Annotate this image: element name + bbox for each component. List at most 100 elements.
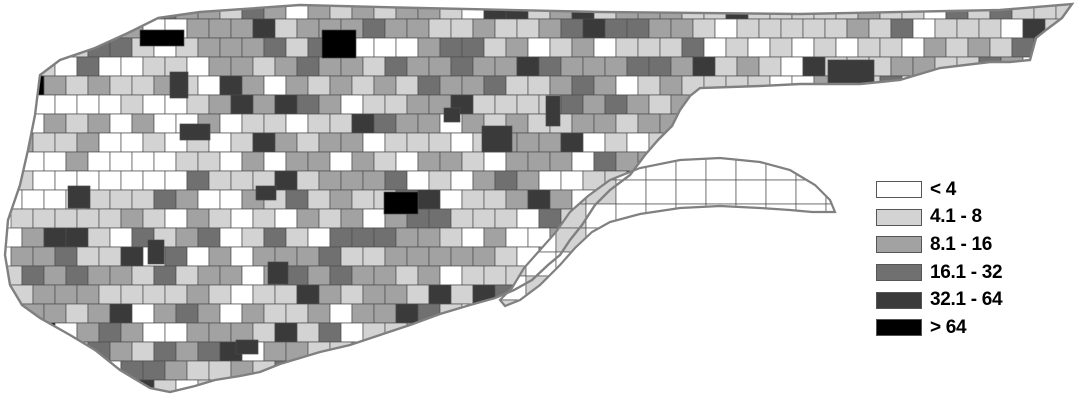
map-region bbox=[967, 113, 991, 134]
map-region bbox=[461, 341, 485, 362]
map-region bbox=[681, 227, 705, 248]
map-region bbox=[835, 227, 859, 248]
map-region bbox=[417, 265, 441, 286]
map-region bbox=[197, 341, 221, 362]
map-region bbox=[934, 94, 958, 115]
map-region bbox=[472, 94, 496, 115]
map-region bbox=[758, 94, 782, 115]
map-region bbox=[769, 379, 793, 392]
map-region bbox=[362, 132, 386, 153]
map-region bbox=[219, 151, 243, 172]
map-region bbox=[626, 246, 650, 267]
map-region bbox=[252, 132, 276, 153]
map-region bbox=[131, 151, 155, 172]
map-region bbox=[505, 303, 529, 324]
map-region bbox=[98, 94, 122, 115]
map-region bbox=[263, 303, 287, 324]
map-region bbox=[825, 275, 835, 301]
map-region bbox=[351, 265, 375, 286]
map-region bbox=[555, 299, 587, 306]
map-region bbox=[450, 132, 474, 153]
map-region bbox=[164, 360, 188, 381]
map-region bbox=[516, 94, 540, 115]
map-region bbox=[340, 360, 364, 381]
legend-swatch bbox=[876, 264, 922, 282]
map-region bbox=[626, 132, 650, 153]
map-region bbox=[780, 94, 804, 115]
map-region bbox=[890, 94, 914, 115]
map-region bbox=[10, 322, 34, 343]
map-region bbox=[329, 227, 353, 248]
map-region bbox=[516, 360, 540, 381]
map-region bbox=[450, 18, 474, 39]
map-region bbox=[945, 341, 969, 362]
map-region bbox=[32, 284, 56, 305]
map-region bbox=[670, 18, 694, 39]
map-region bbox=[736, 284, 760, 305]
map-region bbox=[373, 303, 397, 324]
map-region bbox=[582, 322, 606, 343]
map-region bbox=[765, 251, 797, 277]
map-region bbox=[549, 303, 573, 324]
map-region bbox=[483, 75, 507, 96]
map-region bbox=[461, 75, 485, 96]
map-region bbox=[351, 151, 375, 172]
map-legend: < 4 4.1 - 8 8.1 - 16 16.1 - 32 32.1 - 64… bbox=[876, 176, 1066, 342]
map-region bbox=[208, 208, 232, 229]
map-region bbox=[76, 246, 100, 267]
map-region bbox=[956, 132, 980, 153]
map-region bbox=[494, 94, 518, 115]
map-region bbox=[747, 341, 771, 362]
map-region bbox=[505, 75, 529, 96]
map-region bbox=[21, 189, 45, 210]
map-region bbox=[481, 125, 513, 153]
map-region bbox=[626, 322, 650, 343]
map-region bbox=[1022, 18, 1046, 39]
map-region bbox=[21, 4, 45, 20]
map-region bbox=[65, 151, 89, 172]
map-region bbox=[87, 4, 111, 20]
map-region bbox=[494, 56, 518, 77]
legend-item: 32.1 - 64 bbox=[876, 286, 1066, 314]
map-region bbox=[604, 18, 628, 39]
map-region bbox=[703, 341, 727, 362]
map-region bbox=[967, 37, 991, 58]
map-region bbox=[1044, 360, 1068, 381]
map-region bbox=[318, 208, 342, 229]
map-region bbox=[307, 113, 331, 134]
map-region bbox=[516, 170, 540, 191]
map-region bbox=[450, 208, 474, 229]
map-region bbox=[648, 360, 672, 381]
map-region bbox=[736, 208, 760, 229]
map-region bbox=[1044, 132, 1068, 153]
map-region bbox=[692, 360, 716, 381]
legend-label: > 64 bbox=[930, 316, 967, 338]
map-region bbox=[274, 18, 298, 39]
map-region bbox=[593, 341, 617, 362]
map-region bbox=[648, 132, 672, 153]
map-region bbox=[989, 379, 1013, 392]
map-region bbox=[494, 208, 518, 229]
map-region bbox=[659, 4, 683, 20]
map-region bbox=[736, 360, 760, 381]
map-region bbox=[923, 379, 947, 392]
map-region bbox=[76, 18, 100, 39]
map-region bbox=[274, 322, 298, 343]
map-region bbox=[307, 4, 331, 20]
map-region bbox=[736, 246, 760, 267]
map-region bbox=[670, 284, 694, 305]
map-region bbox=[65, 75, 89, 96]
map-region bbox=[362, 208, 386, 229]
map-region bbox=[593, 113, 617, 134]
map-region bbox=[65, 379, 89, 392]
map-region bbox=[197, 75, 221, 96]
map-region bbox=[645, 275, 677, 301]
map-region bbox=[585, 275, 617, 301]
map-region bbox=[626, 360, 650, 381]
map-region bbox=[395, 265, 419, 286]
map-region bbox=[362, 94, 386, 115]
map-region bbox=[98, 18, 122, 39]
map-region bbox=[527, 379, 551, 392]
map-region bbox=[109, 341, 133, 362]
map-region bbox=[373, 341, 397, 362]
